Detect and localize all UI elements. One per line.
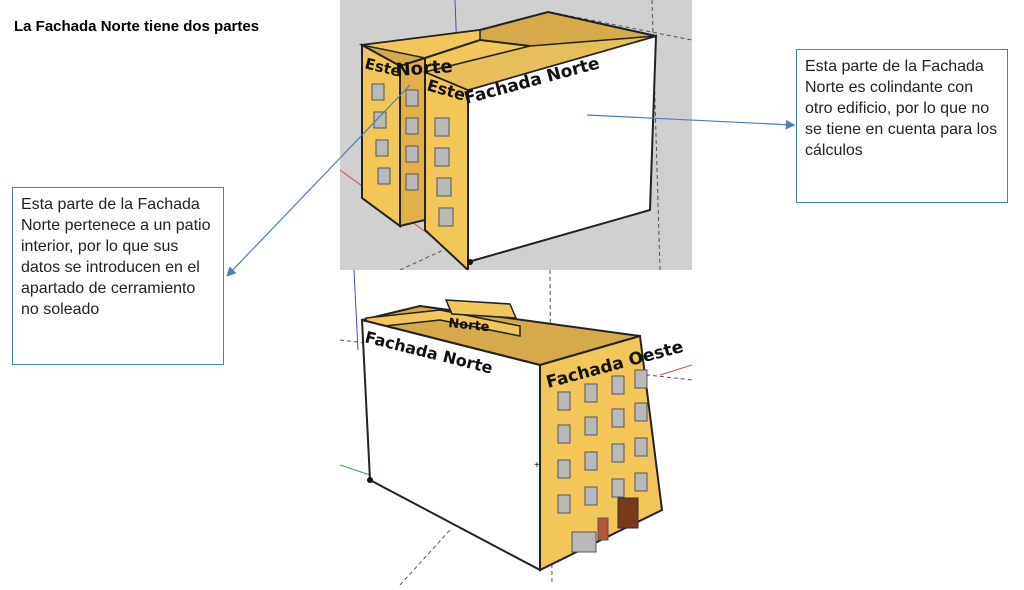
person-marker-icon <box>467 259 473 265</box>
bottom-model-drawing: Norte Fachada Norte Fachada Oeste + <box>339 269 693 586</box>
top-model-viewport: Este Norte Este Fachada Norte <box>339 0 693 273</box>
page-title: La Fachada Norte tiene dos partes <box>14 18 260 35</box>
arrow-left-callout <box>226 84 411 277</box>
top-model-drawing: Este Norte Este Fachada Norte <box>339 0 693 273</box>
person-marker-icon <box>367 477 373 483</box>
label-norte: Norte <box>395 56 453 81</box>
callout-left: Esta parte de la Fachada Norte pertenece… <box>12 187 224 365</box>
callout-right: Esta parte de la Fachada Norte es colind… <box>796 49 1008 203</box>
main-door <box>617 497 639 529</box>
side-door <box>597 517 609 541</box>
origin-marker-icon: + <box>534 460 540 471</box>
arrow-right-callout <box>586 114 796 130</box>
label-norte-bottom: Norte <box>448 316 491 335</box>
bottom-model-viewport: Norte Fachada Norte Fachada Oeste + <box>339 269 693 586</box>
